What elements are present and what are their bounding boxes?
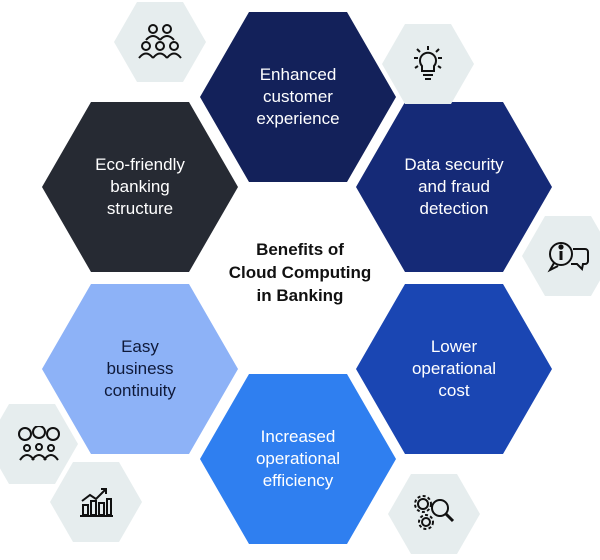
people-group-icon (114, 2, 206, 82)
gears-search-hex (388, 474, 480, 554)
info-chat-icon (522, 216, 600, 296)
hex-label: Eco-friendly banking structure (95, 155, 185, 218)
chart-hex (50, 462, 142, 542)
hex-increased-operational-efficiency: Increased operational efficiency (200, 374, 396, 544)
bar-chart-icon (50, 462, 142, 542)
hex-easy-business-continuity: Easy business continuity (42, 284, 238, 454)
hex-lower-operational-cost: Lower operational cost (356, 284, 552, 454)
people-group-hex (114, 2, 206, 82)
hex-label: Lower operational cost (411, 337, 497, 400)
hex-label: Increased operational efficiency (255, 427, 341, 490)
team-ideas-icon (0, 404, 78, 484)
hex-label: Easy business continuity (104, 337, 176, 400)
diagram-title: Benefits of Cloud Computing in Banking (228, 240, 372, 305)
hex-enhanced-customer-experience: Enhanced customer experience (200, 12, 396, 182)
gears-search-icon (388, 474, 480, 554)
info-chat-hex (522, 216, 600, 296)
hex-label: Enhanced customer experience (256, 65, 340, 128)
hex-label: Data security and fraud detection (404, 155, 504, 218)
team-ideas-hex (0, 404, 78, 484)
lightbulb-hex (382, 24, 474, 104)
lightbulb-icon (382, 24, 474, 104)
